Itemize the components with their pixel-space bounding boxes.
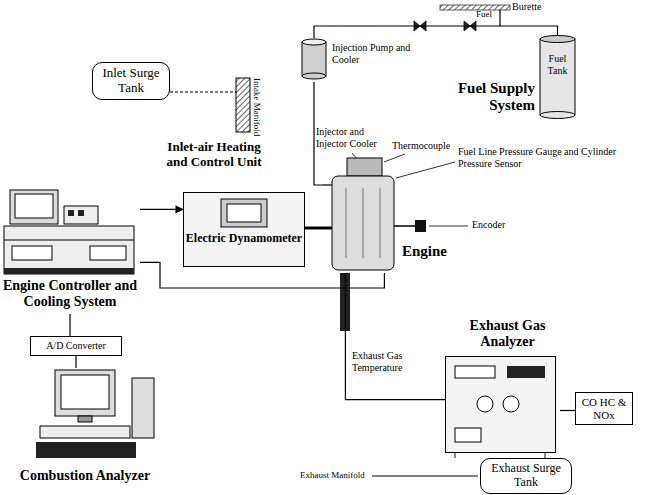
node-heading: Engine <box>402 243 452 260</box>
node-heading: Electric Dynamometer <box>185 232 303 246</box>
node-heading: Engine Controller and Cooling System <box>0 278 140 310</box>
node-heading: Exhaust Gas Analyzer <box>459 318 556 350</box>
connector-line <box>345 273 445 400</box>
node-art <box>183 192 305 267</box>
leader-line <box>384 154 405 162</box>
burette-tube <box>440 5 510 10</box>
analyzer-computer: Combustion Analyzer <box>0 368 170 490</box>
node-label: A/D Converter <box>36 340 116 352</box>
gas-analyzer: Exhaust Gas Analyzer <box>445 318 560 454</box>
part-label: Burette <box>512 1 541 13</box>
intake-pipe <box>170 92 236 93</box>
leader-line <box>396 162 455 178</box>
connector-line <box>69 314 70 336</box>
part-label: Fuel <box>476 9 492 19</box>
engine-block: Engine <box>322 158 452 273</box>
exhaust-manifold-line <box>372 476 478 477</box>
part-label: Exhaust Gas Temperature <box>352 350 432 373</box>
node-label: Exhaust Surge Tank <box>486 462 566 490</box>
node-label: Inlet Surge Tank <box>98 66 164 96</box>
dynamometer-shaft <box>305 227 332 230</box>
fuel-tank: Fuel TankFuel Supply System <box>430 35 580 120</box>
connector-line <box>140 209 183 210</box>
leader-line <box>429 226 468 227</box>
connector-line <box>560 410 575 411</box>
gas-box: CO HC & NOx <box>575 392 633 425</box>
part-label: Fuel Line Pressure Gauge and Cylinder Pr… <box>458 146 618 169</box>
heading-label: Inlet-air Heating and Control Unit <box>158 140 270 170</box>
part-label: Injector and Injector Cooler <box>316 126 388 149</box>
connector-line <box>75 356 76 369</box>
injection-pump: Injection Pump and Cooler <box>300 38 412 82</box>
surge-tank-box: Exhaust Surge Tank <box>480 458 572 494</box>
connector-line <box>314 26 558 38</box>
node-heading: Combustion Analyzer <box>0 468 170 484</box>
node-label: Fuel Tank <box>541 53 574 76</box>
node-heading: Fuel Supply System <box>430 80 535 115</box>
converter-box: A/D Converter <box>30 336 122 356</box>
controller-computer: Engine Controller and Cooling System <box>0 188 140 314</box>
part-label: Intake Manifold <box>252 78 262 136</box>
dynamometer-box: Electric Dynamometer <box>183 192 305 267</box>
burette-line <box>499 10 500 26</box>
intake-manifold-bar <box>236 78 250 132</box>
node-label: Injection Pump and Cooler <box>332 42 412 65</box>
part-label: Exhaust Manifold <box>300 470 365 480</box>
part-label: Thermocouple <box>392 140 450 152</box>
surge-tank-box: Inlet Surge Tank <box>92 62 170 100</box>
part-label: Encoder <box>472 219 505 231</box>
encoder-symbol <box>415 220 426 232</box>
node-label: CO HC & NOx <box>581 396 627 421</box>
encoder-shaft <box>394 225 415 227</box>
